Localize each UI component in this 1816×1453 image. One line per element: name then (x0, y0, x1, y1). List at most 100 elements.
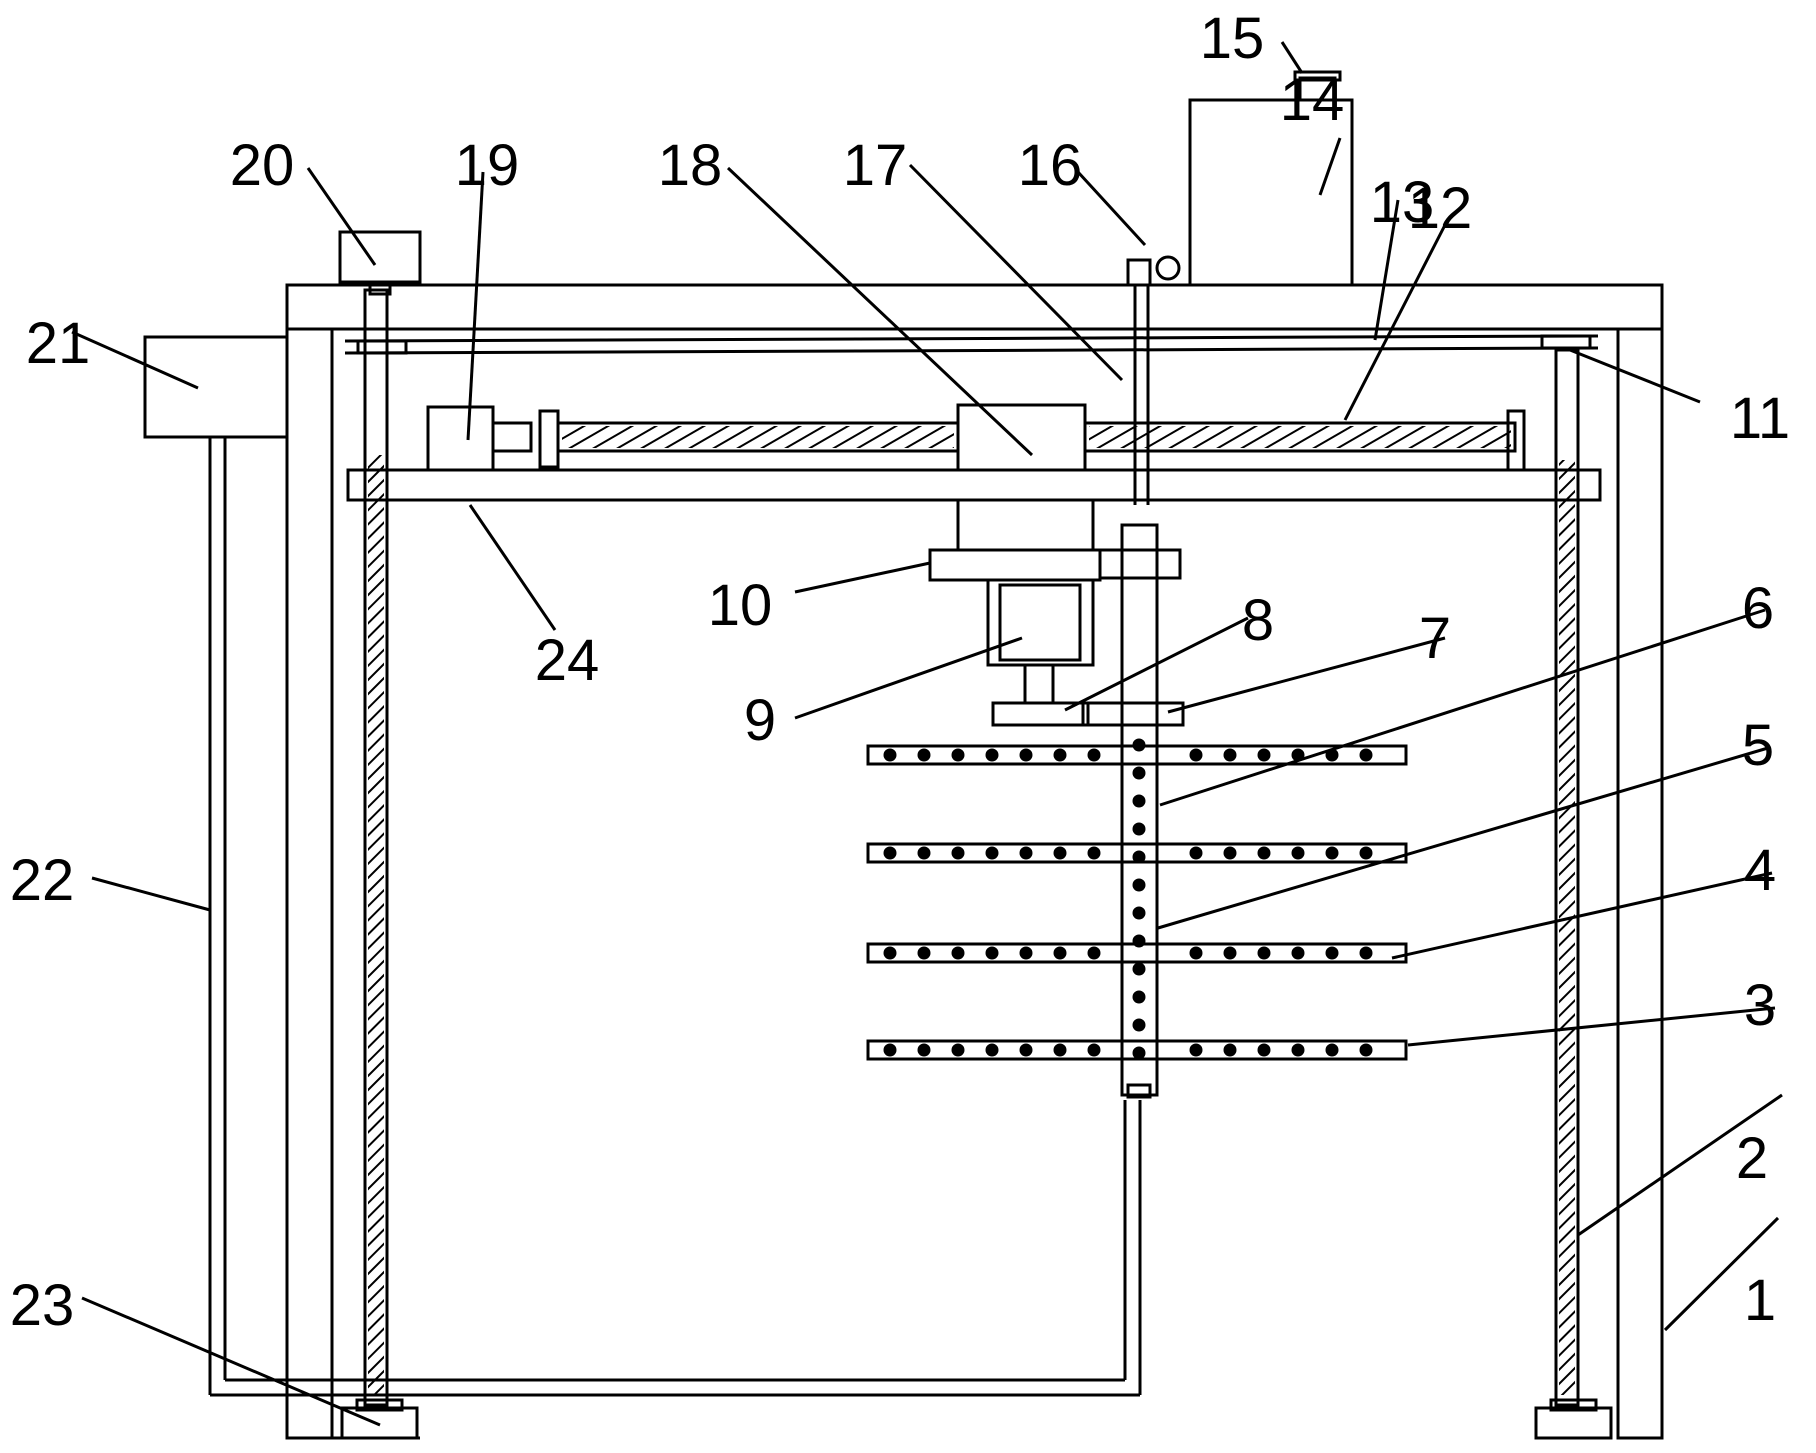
spray-hole (1325, 946, 1339, 960)
spray-hole (1291, 946, 1305, 960)
pipe (208, 437, 1142, 1397)
callout-4: 4 (1744, 838, 1776, 903)
spray-hole (951, 946, 965, 960)
spray-hole (1087, 748, 1101, 762)
spray-hole (1053, 846, 1067, 860)
belt (344, 334, 1599, 355)
spray-hole (1223, 946, 1237, 960)
callout-11: 11 (1730, 386, 1790, 451)
spray-hole (1189, 946, 1203, 960)
shaft-hole (1132, 766, 1146, 780)
spray-hole (1223, 748, 1237, 762)
spray-hole (1359, 748, 1373, 762)
spray-hole (917, 1043, 931, 1057)
spray-rods (866, 738, 1408, 1061)
spray-hole (1223, 846, 1237, 860)
shaft-hole (1132, 1018, 1146, 1032)
shaft-hole (1132, 906, 1146, 920)
spray-hole (1359, 1043, 1373, 1057)
spray-hole (951, 1043, 965, 1057)
spray-hole (1291, 1043, 1305, 1057)
spray-hole (951, 846, 965, 860)
spray-hole (1257, 748, 1271, 762)
callout-8: 8 (1242, 588, 1274, 653)
motor-19 (426, 405, 495, 472)
spray-hole (917, 748, 931, 762)
callout-9: 9 (744, 688, 776, 753)
callout-16: 16 (1018, 133, 1083, 198)
spray-hole (883, 748, 897, 762)
spray-hole (1053, 946, 1067, 960)
bearing-seats (340, 1398, 1613, 1440)
spray-hole (883, 846, 897, 860)
spray-hole (1223, 1043, 1237, 1057)
crossbeam (346, 468, 1602, 502)
spray-hole (985, 846, 999, 860)
callout-22: 22 (10, 848, 75, 913)
shaft-hole (1132, 878, 1146, 892)
shaft-hole (1132, 850, 1146, 864)
tank (1188, 98, 1354, 287)
callout-3: 3 (1744, 973, 1776, 1038)
callout-6: 6 (1742, 576, 1774, 641)
callout-2: 2 (1736, 1126, 1768, 1191)
shaft-hole (1132, 990, 1146, 1004)
callout-14: 14 (1280, 68, 1345, 133)
callout-10: 10 (708, 573, 773, 638)
spray-hole (1291, 846, 1305, 860)
spray-hole (1325, 1043, 1339, 1057)
spray-hole (1257, 946, 1271, 960)
shaft-hole (1132, 822, 1146, 836)
spray-hole (951, 748, 965, 762)
callout-17: 17 (843, 133, 908, 198)
leader-lines (71, 41, 1783, 1427)
callout-13: 13 (1370, 170, 1435, 235)
callout-7: 7 (1419, 606, 1451, 671)
spray-hole (917, 846, 931, 860)
spray-hole (1189, 846, 1203, 860)
control-box (143, 335, 289, 439)
spray-hole (883, 1043, 897, 1057)
shaft-hole (1132, 934, 1146, 948)
callout-21: 21 (26, 311, 91, 376)
spray-hole (1087, 946, 1101, 960)
callout-12: 12 (1408, 176, 1473, 241)
spray-hole (1257, 846, 1271, 860)
shaft-hole (1132, 794, 1146, 808)
slider (956, 403, 1087, 472)
shaft-hole (1132, 1046, 1146, 1060)
spray-hole (1019, 846, 1033, 860)
callout-24: 24 (535, 628, 600, 693)
lead-screws (363, 288, 1580, 1407)
spray-hole (1087, 846, 1101, 860)
callout-23: 23 (10, 1273, 75, 1338)
motor-20 (338, 230, 422, 284)
callout-19: 19 (455, 133, 520, 198)
shaft-hole (1132, 738, 1146, 752)
spray-hole (1359, 946, 1373, 960)
spray-hole (1359, 846, 1373, 860)
spray-hole (1019, 946, 1033, 960)
callout-5: 5 (1742, 713, 1774, 778)
spray-hole (1087, 1043, 1101, 1057)
spray-hole (1053, 748, 1067, 762)
spray-hole (1019, 748, 1033, 762)
spray-hole (1019, 1043, 1033, 1057)
spray-hole (883, 946, 897, 960)
frame (285, 283, 1664, 1440)
spray-hole (985, 946, 999, 960)
spray-hole (1189, 748, 1203, 762)
callout-1: 1 (1744, 1268, 1776, 1333)
callout-15: 15 (1200, 6, 1265, 71)
spray-hole (1189, 1043, 1203, 1057)
callout-18: 18 (658, 133, 723, 198)
spray-hole (1053, 1043, 1067, 1057)
spray-hole (985, 748, 999, 762)
spray-hole (1257, 1043, 1271, 1057)
spray-hole (985, 1043, 999, 1057)
spray-hole (1325, 846, 1339, 860)
spray-hole (917, 946, 931, 960)
